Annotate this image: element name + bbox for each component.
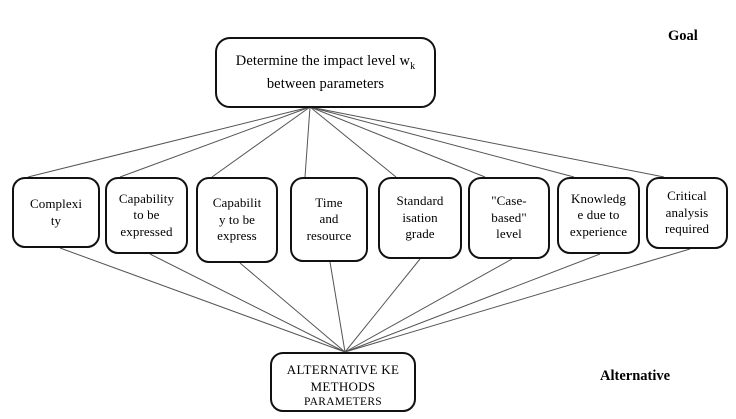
criterion-knowledge-label: Knowledg e due to experience <box>569 190 628 239</box>
criterion-standardisation-label: Standard isation grade <box>396 193 444 242</box>
connector-goal-to-criterion-5 <box>309 106 397 178</box>
connector-criterion-4-to-alternative <box>329 261 346 353</box>
goal-subscript-k: k <box>410 61 416 73</box>
criterion-case-based[interactable]: "Case- based" level <box>468 177 550 259</box>
alternative-level-label: Alternative <box>600 368 671 384</box>
criterion-standardisation[interactable]: Standard isation grade <box>378 177 462 259</box>
criterion-complexity-label: Complexi ty <box>29 195 83 228</box>
connector-goal-to-criterion-1 <box>27 106 311 178</box>
criterion-capability-expressed[interactable]: Capability to be expressed <box>105 177 188 254</box>
alternative-node-label-clipped: PARAMETERS <box>304 396 382 409</box>
connector-criterion-6-to-alternative <box>344 258 513 353</box>
criterion-capability-express-label: Capabilit y to be express <box>212 195 262 244</box>
goal-level-label: Goal <box>668 28 698 44</box>
connector-criterion-7-to-alternative <box>344 253 601 353</box>
criterion-complexity[interactable]: Complexi ty <box>12 177 100 248</box>
connector-criterion-5-to-alternative <box>344 258 421 353</box>
criterion-case-based-label: "Case- based" level <box>491 193 527 242</box>
criterion-time-resource[interactable]: Time and resource <box>290 177 368 262</box>
criterion-time-resource-label: Time and resource <box>306 194 352 243</box>
connector-goal-to-criterion-6 <box>309 106 486 178</box>
criterion-capability-express[interactable]: Capabilit y to be express <box>196 177 278 263</box>
connector-goal-to-criterion-2 <box>119 106 311 178</box>
criterion-knowledge[interactable]: Knowledg e due to experience <box>557 177 640 254</box>
connector-criterion-3-to-alternative <box>239 262 346 353</box>
connector-criterion-2-to-alternative <box>149 253 346 353</box>
connector-criterion-1-to-alternative <box>59 247 346 353</box>
criterion-critical-analysis-label: Critical analysis required <box>664 188 710 237</box>
criterion-critical-analysis[interactable]: Critical analysis required <box>646 177 728 249</box>
connector-criterion-8-to-alternative <box>344 248 691 353</box>
connector-goal-to-criterion-4 <box>304 106 311 178</box>
connector-goal-to-criterion-8 <box>309 106 665 178</box>
connector-goal-to-criterion-3 <box>211 106 311 178</box>
criterion-capability-expressed-label: Capability to be expressed <box>118 190 175 239</box>
connector-goal-to-criterion-7 <box>309 106 575 178</box>
